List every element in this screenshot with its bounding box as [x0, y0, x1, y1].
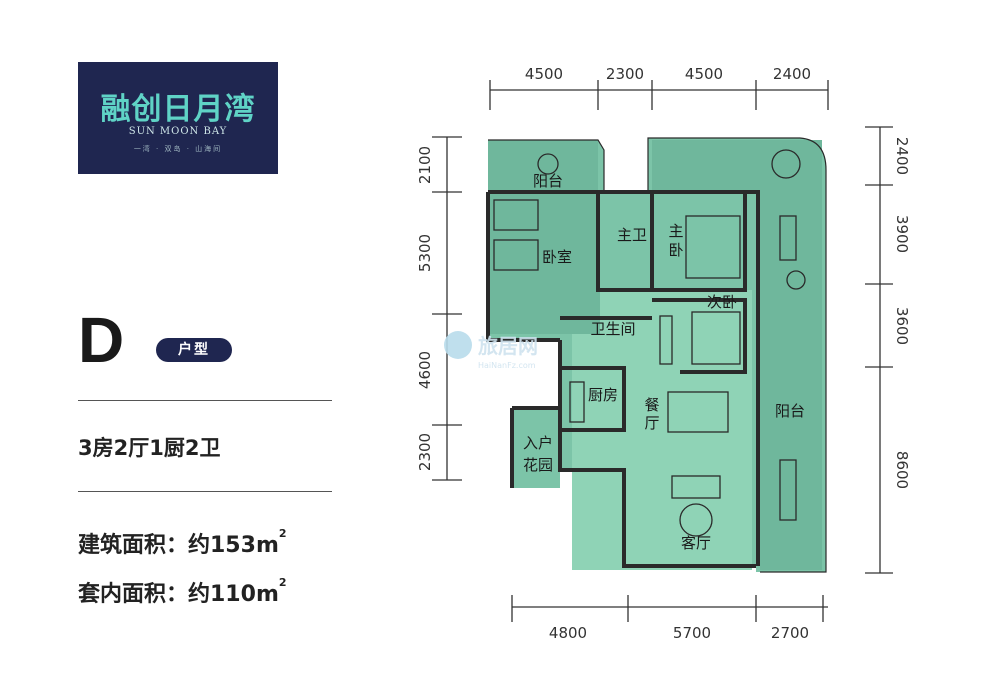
building-area: 建筑面积：约153m2	[78, 527, 287, 559]
brand-slogan: 一湾 · 双岛 · 山海间	[133, 145, 223, 153]
dimension-left	[432, 136, 462, 481]
watermark: 旅居网 HaiNanFz.com	[444, 331, 538, 370]
building-area-label: 建筑面积：约153	[78, 533, 256, 558]
building-area-unit: m	[255, 533, 279, 558]
divider	[78, 491, 332, 492]
furniture	[493, 149, 806, 537]
dimension-right	[865, 126, 893, 574]
dim-right-1: 2400	[893, 137, 911, 175]
brand-logo: 融创日月湾 SUN MOON BAY 一湾 · 双岛 · 山海间	[78, 62, 278, 174]
plan-walls	[486, 190, 760, 568]
room-balcony-right: 阳台	[775, 402, 805, 420]
unit-type-letter: D	[78, 304, 125, 376]
building-area-sup: 2	[278, 527, 287, 540]
brand-name-en: SUN MOON BAY	[128, 126, 228, 137]
room-dining-1: 餐	[644, 396, 659, 414]
dim-top-4: 2400	[773, 65, 811, 83]
dim-left-3: 4600	[416, 351, 434, 389]
dim-left-4: 2300	[416, 433, 434, 471]
room-labels: 阳台 卧室 主卫 主 卧 次卧 卫生间 厨房 餐 厅 阳台 入户 花园 客厅	[523, 172, 805, 552]
interior-area: 套内面积：约110m2	[78, 576, 287, 608]
dim-left-1: 2100	[416, 146, 434, 184]
room-entry-2: 花园	[523, 456, 553, 474]
room-master-bed-2: 卧	[668, 241, 683, 259]
room-kitchen: 厨房	[588, 386, 618, 404]
interior-area-sup: 2	[278, 576, 287, 589]
room-entry-1: 入户	[523, 434, 553, 452]
dim-top-2: 2300	[606, 65, 644, 83]
watermark-text: 旅居网	[478, 334, 538, 358]
room-balcony-top: 阳台	[533, 172, 563, 190]
room-master-bath: 主卫	[617, 226, 647, 244]
room-dining-2: 厅	[644, 414, 659, 432]
dim-top-3: 4500	[685, 65, 723, 83]
dim-right-3: 3600	[893, 307, 911, 345]
dim-right-2: 3900	[893, 215, 911, 253]
room-second-bed: 次卧	[707, 293, 737, 311]
brand-name-cn: 融创日月湾	[100, 92, 256, 127]
room-bathroom: 卫生间	[590, 320, 635, 338]
room-bedroom: 卧室	[542, 248, 572, 266]
unit-type-badge: 户型	[156, 338, 232, 362]
divider	[78, 400, 332, 401]
dim-right-4: 8600	[893, 451, 911, 489]
watermark-url: HaiNanFz.com	[478, 361, 536, 370]
dim-top-1: 4500	[525, 65, 563, 83]
room-master-bed-1: 主	[668, 222, 683, 240]
room-summary: 3房2厅1厨2卫	[78, 436, 221, 460]
dimension-bottom	[511, 595, 828, 622]
room-living: 客厅	[681, 534, 711, 552]
dim-left-2: 5300	[416, 234, 434, 272]
interior-area-label: 套内面积：约110	[78, 582, 256, 607]
dim-bottom-1: 4800	[549, 624, 587, 642]
interior-area-unit: m	[255, 582, 279, 607]
dim-bottom-2: 5700	[673, 624, 711, 642]
dimension-top	[489, 80, 829, 110]
dim-bottom-3: 2700	[771, 624, 809, 642]
